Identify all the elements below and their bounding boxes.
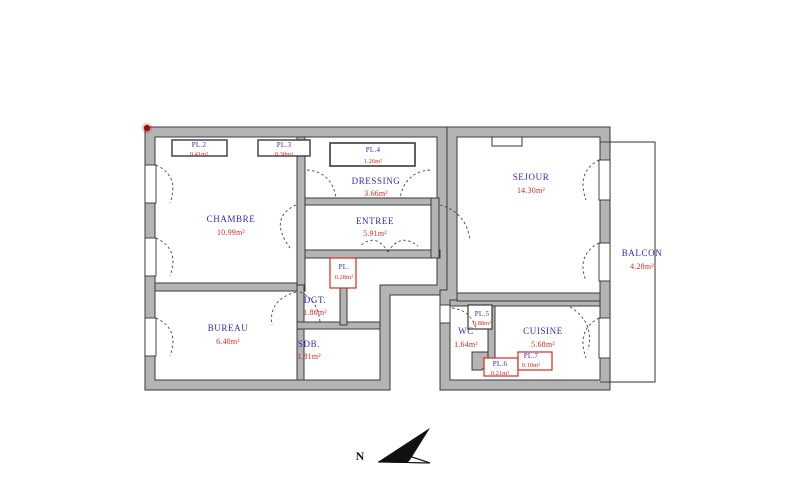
room-name-balcon: BALCON	[622, 248, 663, 258]
closet-area-pl7: 0.10m²	[522, 362, 540, 369]
balcony-outline	[609, 141, 656, 383]
room-label-sejour: SEJOUR 14.30m²	[513, 172, 550, 195]
window-layer	[144, 159, 611, 359]
thin-line-layer	[600, 141, 656, 383]
closet-pl1-box	[329, 257, 357, 289]
room-label-entree: ENTREE 5.91m²	[356, 216, 394, 238]
door-swing-dressing-left	[306, 169, 337, 199]
partition-dgt-east	[339, 284, 348, 326]
window-right-1	[598, 159, 611, 201]
closet-area-pl2: 0.41m²	[190, 151, 208, 158]
room-label-chambre: CHAMBRE 10.99m²	[207, 214, 256, 237]
closet-pl4-box	[329, 142, 416, 167]
door-swing-chambre	[280, 204, 297, 249]
wall-layer	[144, 126, 611, 391]
room-label-sdb: SDB. 1.81m²	[297, 339, 321, 361]
closet-name-pl6: PL.6	[493, 360, 508, 368]
compass-north-label: N	[356, 449, 365, 463]
door-swing-entree-b	[359, 239, 389, 253]
closet-label-pl6: PL.6 0.21m²	[491, 360, 509, 377]
closet-pl7-box	[517, 351, 553, 371]
partition-sejour-cuisine	[456, 292, 601, 302]
origin-marker	[141, 122, 153, 134]
north-arrow-icon: N	[356, 428, 431, 464]
window-right-3	[598, 317, 611, 359]
closet-name-pl2: PL.2	[192, 141, 207, 149]
closet-label-pl5: PL.5 0.88m²	[473, 310, 491, 327]
closet-area-pl6: 0.21m²	[491, 370, 509, 377]
closet-name-pl5: PL.5	[475, 310, 490, 318]
room-name-bureau: BUREAU	[208, 323, 249, 333]
room-area-cuisine: 5.68m²	[531, 340, 555, 349]
closet-name-pl4: PL.4	[366, 146, 381, 154]
partition-dgt-sdb	[296, 321, 381, 330]
room-name-dgt: DGT.	[304, 295, 326, 305]
room-name-dressing: DRESSING	[352, 176, 401, 186]
room-label-balcon: BALCON 4.28m²	[622, 248, 663, 271]
closet-name-pl1: PL.	[339, 263, 350, 271]
door-swing-dressing-right	[399, 169, 431, 199]
window-right-2	[598, 242, 611, 282]
closet-label-pl2: PL.2 0.41m²	[190, 141, 208, 158]
room-area-wc: 1.64m²	[454, 340, 478, 349]
room-label-dgt: DGT. 1.86m²	[303, 295, 327, 317]
door-swing-left-3a	[155, 317, 174, 357]
room-name-sdb: SDB.	[298, 339, 320, 349]
partition-entree-south	[304, 249, 441, 259]
partition-chambre-bureau	[154, 282, 306, 292]
room-name-wc: WC	[458, 326, 474, 336]
door-swing-right-2	[582, 242, 600, 282]
closet-area-pl3: 0.30m²	[275, 151, 293, 158]
closet-label-pl4: PL.4 1.26m²	[364, 146, 382, 165]
room-area-balcon: 4.28m²	[630, 262, 654, 271]
partition-dressing-entree	[304, 197, 438, 206]
room-area-sejour: 14.30m²	[517, 186, 545, 195]
door-swing-cuisine	[569, 306, 590, 351]
room-label-layer: CHAMBRE 10.99m² BUREAU 6.40m² DRESSING 3…	[207, 172, 663, 361]
door-swing-bureau	[271, 291, 297, 326]
room-label-cuisine: CUISINE 5.68m²	[523, 326, 563, 349]
closet-name-pl3: PL.3	[277, 141, 292, 149]
door-swing-left-1a	[155, 164, 174, 204]
closet-name-pl7: PL.7	[524, 352, 539, 360]
closet-label-pl7: PL.7 0.10m²	[522, 352, 540, 369]
partition-dgt-west	[296, 284, 305, 381]
room-area-sdb: 1.81m²	[297, 352, 321, 361]
partition-chambre-east	[296, 136, 306, 288]
closet-pl2-box	[171, 139, 228, 157]
sejour-north-niche	[491, 136, 523, 147]
partition-entree-east-stub	[430, 197, 440, 259]
door-swing-wc	[451, 307, 477, 329]
room-area-dgt: 1.86m²	[303, 308, 327, 317]
room-area-bureau: 6.40m²	[216, 337, 240, 346]
window-left-2	[144, 237, 157, 277]
closet-label-pl3: PL.3 0.30m²	[275, 141, 293, 158]
door-swing-left-2a	[155, 237, 174, 277]
window-wc	[439, 304, 451, 324]
door-swing-right-1	[582, 159, 600, 201]
room-name-entree: ENTREE	[356, 216, 394, 226]
window-left-1	[144, 164, 157, 204]
closet-pl3-box	[257, 139, 311, 157]
room-area-entree: 5.91m²	[363, 229, 387, 238]
room-name-sejour: SEJOUR	[513, 172, 550, 182]
room-area-chambre: 10.99m²	[217, 228, 245, 237]
room-area-dressing: 3.66m²	[364, 189, 388, 198]
closet-pl5-box	[467, 304, 493, 330]
room-name-chambre: CHAMBRE	[207, 214, 256, 224]
window-left-3	[144, 317, 157, 357]
closet-area-pl4: 1.26m²	[364, 158, 382, 165]
closet-label-layer: PL. 0.28m² PL.2 0.41m² PL.3 0.30m² PL.4 …	[190, 141, 540, 377]
room-name-cuisine: CUISINE	[523, 326, 563, 336]
closet-area-pl1: 0.28m²	[335, 274, 353, 281]
door-swing-layer	[155, 159, 600, 359]
closet-area-pl5: 0.88m²	[473, 320, 491, 327]
room-label-bureau: BUREAU 6.40m²	[208, 323, 249, 346]
door-swing-right-3	[582, 317, 600, 359]
room-label-dressing: DRESSING 3.66m²	[352, 176, 401, 198]
room-label-wc: WC 1.64m²	[454, 326, 478, 349]
closet-label-pl1: PL. 0.28m²	[335, 263, 353, 281]
closet-layer	[171, 139, 553, 377]
